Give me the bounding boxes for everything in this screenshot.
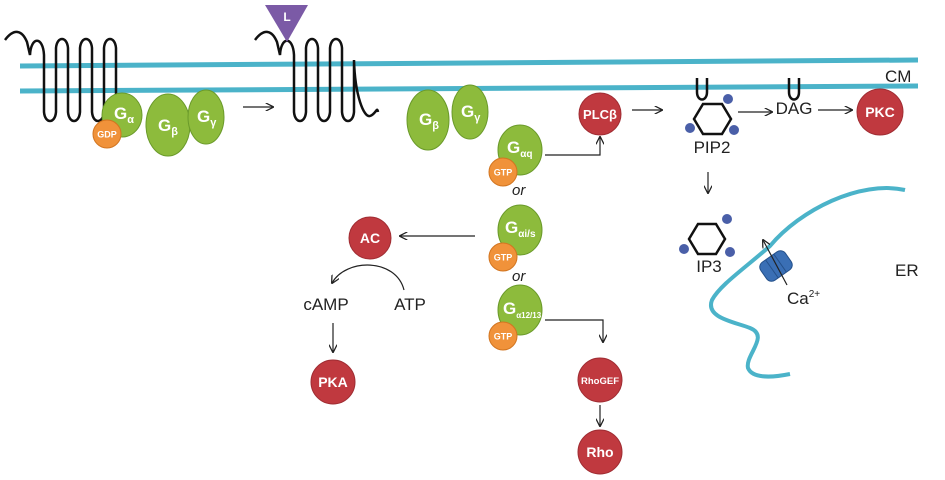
svg-text:Gβ: Gβ xyxy=(419,110,439,132)
ca-label: Ca2+ xyxy=(787,289,820,308)
ca-charge: 2+ xyxy=(809,289,821,300)
g-beta-sub: β xyxy=(171,126,178,138)
ac-label: AC xyxy=(360,230,380,246)
dag-label: DAG xyxy=(776,99,813,118)
plcb-node xyxy=(578,92,622,136)
g-alpha-q-label: G xyxy=(507,138,520,157)
g-beta-free xyxy=(406,89,450,151)
gtp-molecule-q xyxy=(488,157,518,187)
g-alpha-q: Gαq GTP xyxy=(488,124,543,187)
arrow-ga1213-rhogef xyxy=(545,319,603,342)
arrow-atp-camp xyxy=(332,264,405,291)
ca-symbol: Ca xyxy=(787,289,809,308)
pip2-phosphate-2 xyxy=(685,123,695,133)
pka-label: PKA xyxy=(318,374,348,390)
gtp-label-1213: GTP xyxy=(494,332,513,342)
gtp-molecule-is xyxy=(488,242,518,272)
er-membrane xyxy=(708,186,906,379)
rho-node xyxy=(577,429,623,475)
g-alpha-is: Gαi/s GTP xyxy=(488,204,543,272)
gtp-molecule-1213 xyxy=(488,321,518,351)
ac-node xyxy=(348,216,392,260)
rhogef-label: RhoGEF xyxy=(581,376,619,387)
dag-lipid-tail xyxy=(787,78,801,101)
g-gamma-label: G xyxy=(197,107,210,126)
arrow-gaq-plcb xyxy=(545,137,600,156)
ligand-label: L xyxy=(283,10,290,24)
pip2-phosphate-1 xyxy=(723,94,733,104)
svg-text:Gβ: Gβ xyxy=(158,116,178,138)
gdp-molecule xyxy=(92,119,122,149)
rhogef-node xyxy=(577,357,623,403)
pip2-lipid-tail xyxy=(695,78,709,101)
g-gamma-free-sub: γ xyxy=(474,112,481,124)
atp-label: ATP xyxy=(394,295,426,314)
ip3-molecule xyxy=(679,214,735,257)
g-beta-free-label: G xyxy=(419,110,432,129)
ip3-phosphate-1 xyxy=(722,214,732,224)
g-alpha-1213-sub: α12/13 xyxy=(516,311,541,320)
g-alpha-1213-body xyxy=(497,284,543,336)
g-gamma-sub: γ xyxy=(210,117,217,129)
g-gamma-free-label: G xyxy=(461,102,474,121)
gtp-label-is: GTP xyxy=(494,253,513,263)
svg-text:Gγ: Gγ xyxy=(197,107,217,129)
g-alpha-1213-label: G xyxy=(503,299,516,318)
pkc-label: PKC xyxy=(865,104,895,120)
arrow-ca-release xyxy=(763,240,788,286)
svg-text:Gαq: Gαq xyxy=(507,138,533,160)
g-alpha-label: G xyxy=(114,104,127,123)
pkc-node xyxy=(856,88,904,136)
svg-text:Gα12/13: Gα12/13 xyxy=(503,299,542,320)
receptor-inactive xyxy=(4,30,130,123)
ip3-ring xyxy=(687,222,727,256)
ligand-triangle xyxy=(265,5,308,42)
or-label-2: or xyxy=(512,268,526,285)
g-beta-free-sub: β xyxy=(432,120,439,132)
ip3-phosphate-2 xyxy=(679,244,689,254)
gdp-label: GDP xyxy=(97,130,117,140)
receptor-active xyxy=(254,30,380,123)
g-alpha-sub: α xyxy=(127,114,134,126)
pip2-label: PIP2 xyxy=(694,138,731,157)
ip3-phosphate-3 xyxy=(725,247,735,257)
g-beta-gamma-dimer: Gβ Gγ xyxy=(406,84,489,151)
g-alpha-1213: Gα12/13 GTP xyxy=(488,284,543,351)
svg-text:Gα: Gα xyxy=(114,104,134,126)
ip3-label: IP3 xyxy=(696,257,722,276)
pip2-molecule xyxy=(685,78,739,136)
pka-node xyxy=(310,359,356,405)
g-beta-label: G xyxy=(158,116,171,135)
g-alpha-is-label: G xyxy=(505,218,518,237)
gtp-label-q: GTP xyxy=(494,168,513,178)
ca-channel xyxy=(759,250,793,282)
er-label: ER xyxy=(895,261,919,280)
svg-text:Gαi/s: Gαi/s xyxy=(505,218,536,240)
camp-label: cAMP xyxy=(303,295,348,314)
g-protein-inactive: Gα Gβ Gγ GDP xyxy=(92,89,225,157)
g-alpha-is-body xyxy=(497,204,543,256)
or-label-1: or xyxy=(512,182,526,199)
g-gamma-subunit xyxy=(187,89,225,145)
plcb-label: PLCβ xyxy=(583,107,617,122)
pip2-ring xyxy=(692,102,733,136)
pip2-phosphate-3 xyxy=(729,125,739,135)
g-alpha-is-sub: αi/s xyxy=(518,229,536,240)
g-gamma-free xyxy=(451,84,489,140)
rho-label: Rho xyxy=(586,444,613,460)
svg-text:Gγ: Gγ xyxy=(461,102,481,124)
g-alpha-q-sub: αq xyxy=(520,149,532,160)
membrane-label: CM xyxy=(885,67,911,86)
